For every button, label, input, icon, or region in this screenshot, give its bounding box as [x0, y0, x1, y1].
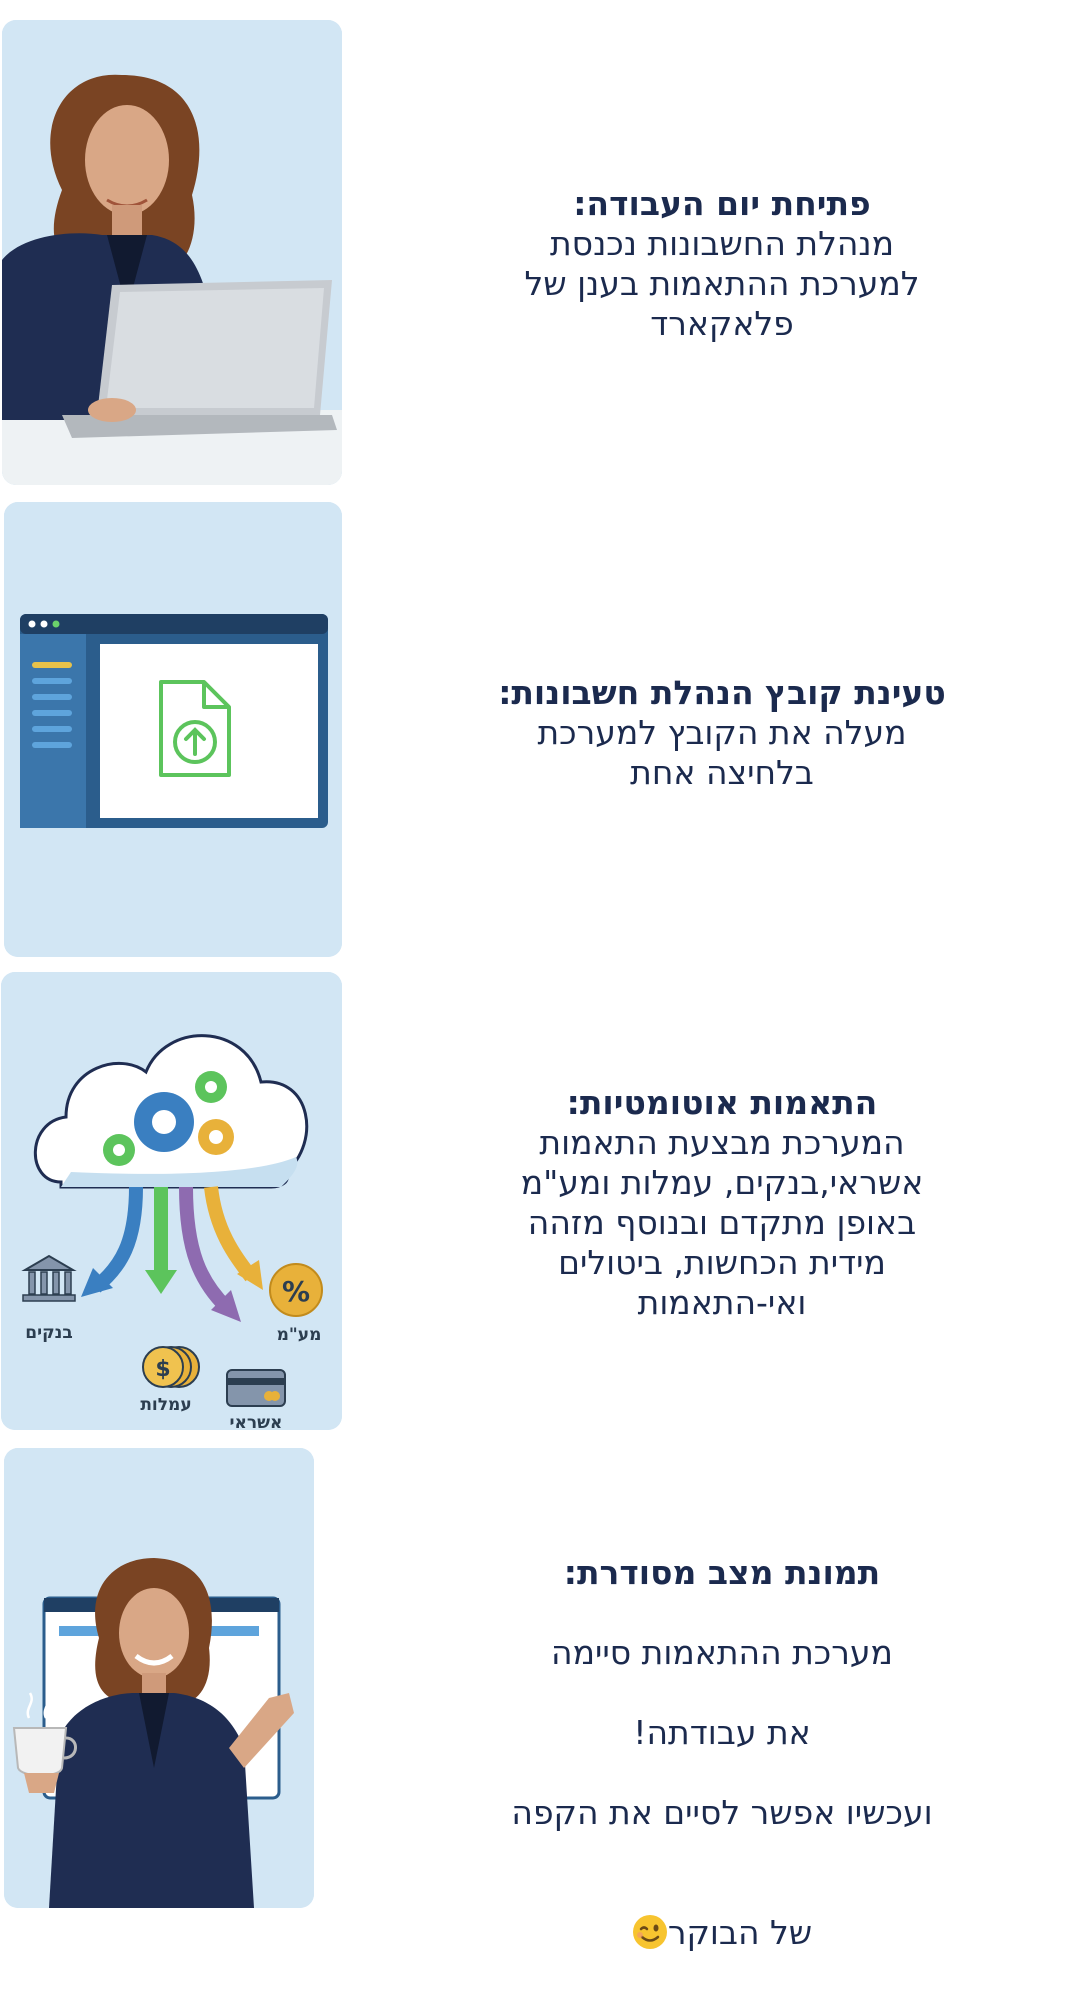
step-title: טעינת קובץ הנהלת חשבונות:: [498, 673, 946, 712]
upload-file-icon: [159, 680, 231, 777]
label-fees: עמלות: [140, 1395, 191, 1415]
woman-coffee-image: [4, 1448, 314, 1908]
gears-icon: [103, 1071, 234, 1166]
description-line: של הבוקר: [667, 1913, 813, 1952]
winking-face-icon: [632, 1915, 667, 1949]
description-line: ועכשיו אפשר לסיים את הקפה: [511, 1793, 933, 1832]
svg-text:%: %: [282, 1275, 310, 1308]
step-description: מערכת ההתאמות סיימה את עבודתה! ועכשיו אפ…: [482, 1593, 962, 1993]
step-description: מעלה את הקובץ למערכת בלחיצה אחת: [537, 713, 907, 792]
cloud-reconciliation-diagram: בנקים % מע"מ $ עמלות אשראי: [1, 972, 342, 1430]
description-line-with-emoji: של הבוקר: [482, 1873, 962, 1953]
step-1-text: פתיחת יום העבודה: מנהלת החשבונות נכנסת ל…: [482, 183, 962, 344]
step-4-text: תמונת מצב מסודרת: מערכת ההתאמות סיימה את…: [482, 1552, 962, 1993]
woman-laptop-image: [2, 20, 342, 485]
step-4: תמונת מצב מסודרת: מערכת ההתאמות סיימה את…: [0, 1430, 1080, 1952]
label-credit: אשראי: [230, 1413, 283, 1430]
bank-icon: [21, 1254, 77, 1302]
step-title: תמונת מצב מסודרת:: [563, 1553, 881, 1592]
credit-card-icon: [226, 1369, 286, 1407]
label-banks: בנקים: [25, 1323, 72, 1343]
file-upload-image: [4, 502, 342, 957]
step-description: מנהלת החשבונות נכנסת למערכת ההתאמות בענן…: [524, 224, 920, 343]
percent-icon: %: [269, 1263, 323, 1317]
svg-text:$: $: [155, 1357, 170, 1382]
step-3-text: התאמות אוטומטיות: המערכת מבצעת התאמות אש…: [482, 1082, 962, 1323]
step-title: התאמות אוטומטיות:: [566, 1083, 878, 1122]
step-3: בנקים % מע"מ $ עמלות אשראי: [0, 960, 1080, 1430]
step-2-text: טעינת קובץ הנהלת חשבונות: מעלה את הקובץ …: [482, 672, 962, 793]
description-line: מערכת ההתאמות סיימה: [551, 1633, 893, 1672]
step-title: פתיחת יום העבודה:: [573, 184, 871, 223]
step-2: טעינת קובץ הנהלת חשבונות: מעלה את הקובץ …: [0, 490, 1080, 960]
step-1: פתיחת יום העבודה: מנהלת החשבונות נכנסת ל…: [0, 0, 1080, 490]
description-line: את עבודתה!: [633, 1713, 811, 1752]
label-vat: מע"מ: [277, 1325, 322, 1345]
step-description: המערכת מבצעת התאמות אשראי,בנקים, עמלות ו…: [520, 1123, 924, 1322]
coins-icon: $: [142, 1346, 200, 1388]
